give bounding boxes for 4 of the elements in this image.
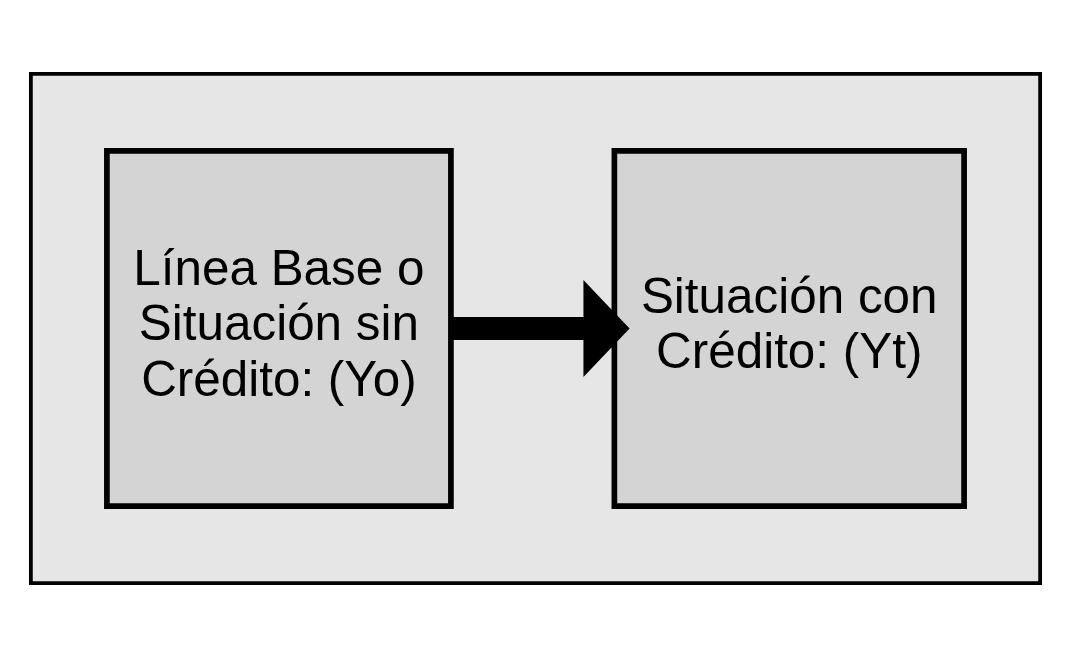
node-box: Línea Base o Situación sin Crédito: (Yo) xyxy=(104,147,454,509)
arrow xyxy=(451,279,630,377)
node-box: Situación con Crédito: (Yt) xyxy=(611,147,967,509)
cluster xyxy=(28,71,1043,585)
